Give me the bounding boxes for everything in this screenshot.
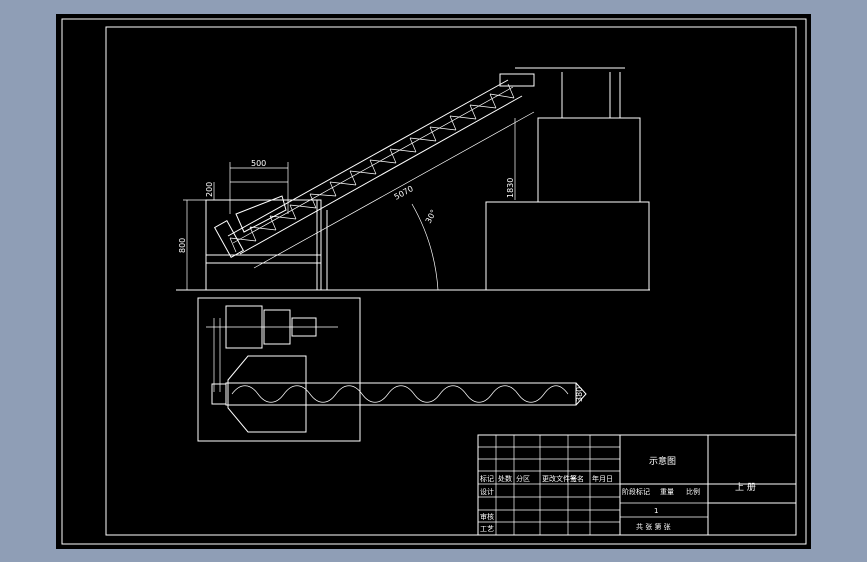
hopper-plan (227, 355, 307, 433)
drive-end-bearing (211, 383, 227, 405)
dim-line (253, 111, 535, 269)
drawing-title: 示意图 (649, 455, 676, 467)
col-label-sign: 签名 (570, 474, 584, 483)
inclined-screw-conveyor (213, 67, 625, 258)
sheet-value: 1 (654, 507, 658, 515)
conveyor-end-cap (575, 382, 587, 406)
col-label-change-doc: 更改文件号 (542, 474, 577, 483)
receiving-structure (485, 72, 650, 291)
elevation-view: 500 200 800 5070 30° 1830 (176, 67, 650, 291)
screw-flight-plan (231, 385, 569, 403)
row-label-process: 工艺 (480, 525, 494, 533)
outer-border (61, 18, 807, 545)
plan-view-frame (197, 297, 361, 442)
drawing-sheet (56, 14, 811, 549)
title-block: 示意图 上 册 标记 设计 审核 工艺 处数 分区 更改文件号 签名 年月日 阶… (477, 434, 797, 536)
inlet-drive (213, 220, 245, 258)
inlet-support-frame (205, 199, 322, 291)
dim-pipe-diameter: 380 (575, 387, 584, 402)
dim-inlet-height: 800 (178, 238, 187, 253)
sheets-label: 共 张 第 张 (636, 522, 671, 531)
title-block-grid (478, 435, 620, 535)
row-label-design: 设计 (480, 487, 494, 496)
title-block-right-label: 上 册 (735, 482, 756, 493)
tube-edge-bottom (239, 95, 523, 255)
angle-arc (411, 203, 439, 291)
title-block-frame (477, 434, 797, 536)
row-label-mark: 标记 (480, 474, 494, 483)
screw-helix (229, 93, 515, 242)
weight-label: 重量 (660, 488, 674, 496)
col-label-count: 处数 (498, 474, 512, 483)
structure-upper (537, 117, 641, 203)
dim-outlet-height: 1830 (506, 178, 515, 198)
row-label-review: 审核 (480, 512, 494, 521)
outlet-head (499, 73, 535, 87)
inlet-hopper (235, 195, 287, 233)
plan-view: 380 (197, 297, 587, 442)
col-label-date: 年月日 (592, 474, 613, 483)
inner-frame (105, 26, 797, 536)
dim-width-top: 500 (251, 159, 266, 168)
stage-label: 阶段标记 (622, 487, 650, 496)
dim-hopper-height: 200 (205, 182, 214, 197)
scale-label: 比例 (686, 487, 700, 496)
col-label-zone: 分区 (516, 474, 530, 483)
tube-edge-top (227, 79, 509, 237)
screw-flight (229, 83, 515, 253)
